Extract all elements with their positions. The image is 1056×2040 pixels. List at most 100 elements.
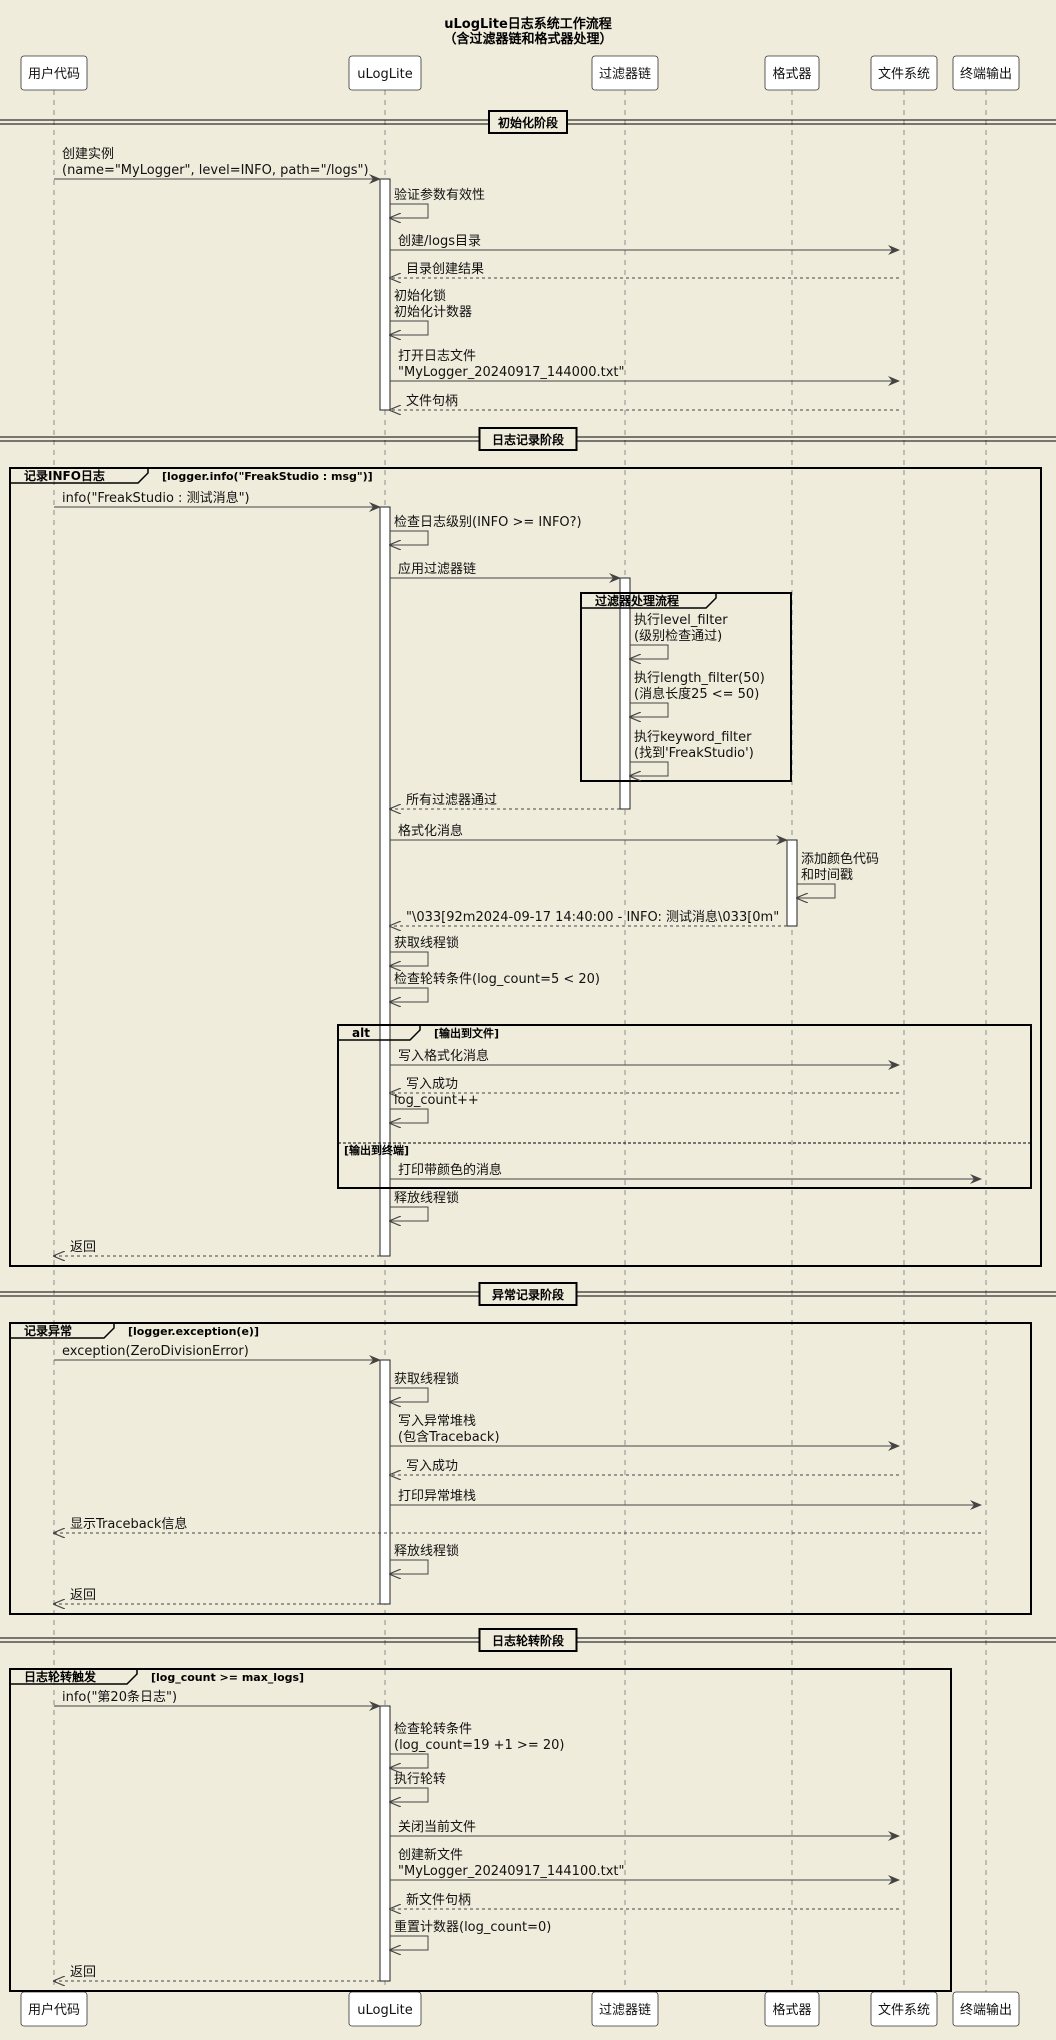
activation-bar xyxy=(379,178,391,411)
message-label: 初始化计数器 xyxy=(394,305,472,320)
participant-user-top: 用户代码 xyxy=(20,55,88,91)
divider-3: 日志轮转阶段 xyxy=(0,1628,1056,1652)
message-19: 写入格式化消息 xyxy=(390,1048,900,1070)
frame-2: alt[输出到文件][输出到终端] xyxy=(337,1024,1032,1189)
participant-fs-bottom: 文件系统 xyxy=(870,1991,938,2027)
message-9: 应用过滤器链 xyxy=(390,561,621,583)
message-label: 添加颜色代码 xyxy=(801,851,879,867)
message-label: 验证参数有效性 xyxy=(394,187,485,203)
participant-label: 用户代码 xyxy=(28,2002,80,2018)
message-label: 应用过滤器链 xyxy=(398,561,476,577)
participant-label: 过滤器链 xyxy=(599,2003,651,2018)
message-21: log_count++ xyxy=(390,1093,479,1123)
message-label: exception(ZeroDivisionError) xyxy=(62,1344,249,1359)
divider-label: 日志轮转阶段 xyxy=(492,1633,565,1648)
message-11: 执行length_filter(50)(消息长度25 <= 50) xyxy=(630,671,765,717)
frame-3: 记录异常[logger.exception(e)] xyxy=(9,1322,1032,1615)
message-label: "\033[92m2024-09-17 14:40:00 - INFO: 测试消… xyxy=(406,909,779,925)
activation-bar xyxy=(379,1359,391,1605)
message-label: (找到'FreakStudio') xyxy=(634,746,754,761)
message-label: 初始化锁 xyxy=(394,288,446,304)
message-label: 写入异常堆栈 xyxy=(398,1414,476,1429)
message-20: 写入成功 xyxy=(390,1077,899,1093)
participant-ulog-bottom: uLogLite xyxy=(348,1991,422,2027)
divider-label: 异常记录阶段 xyxy=(492,1287,565,1302)
message-6: 文件句柄 xyxy=(390,394,899,410)
message-30: 显示Traceback信息 xyxy=(54,1516,981,1533)
participant-term-bottom: 终端输出 xyxy=(952,1991,1020,2027)
frame-label: 记录INFO日志 xyxy=(24,468,105,483)
message-label: 创建/logs目录 xyxy=(398,234,481,249)
message-28: 写入成功 xyxy=(390,1459,899,1475)
diagram-title: uLogLite日志系统工作流程 xyxy=(444,16,612,32)
participant-label: 格式器 xyxy=(772,66,811,82)
message-label: 写入格式化消息 xyxy=(398,1048,489,1064)
message-label: 返回 xyxy=(70,1240,96,1255)
message-7: info("FreakStudio : 测试消息") xyxy=(54,490,381,512)
message-label: 打印带颜色的消息 xyxy=(398,1162,502,1178)
message-label: 目录创建结果 xyxy=(406,262,484,277)
message-label: 释放线程锁 xyxy=(394,1543,459,1559)
message-label: 重置计数器(log_count=0) xyxy=(394,1919,551,1935)
message-label: 新文件句柄 xyxy=(406,1892,471,1908)
message-33: info("第20条日志") xyxy=(54,1689,381,1711)
frame-label: 过滤器处理流程 xyxy=(595,593,679,608)
divider-0: 初始化阶段 xyxy=(0,110,1056,134)
participant-label: 文件系统 xyxy=(878,2003,930,2018)
message-3: 目录创建结果 xyxy=(390,262,899,278)
message-label: 获取线程锁 xyxy=(394,935,459,951)
message-17: 获取线程锁 xyxy=(390,935,459,966)
message-39: 重置计数器(log_count=0) xyxy=(390,1919,551,1950)
message-10: 执行level_filter(级别检查通过) xyxy=(630,613,728,659)
participant-label: 用户代码 xyxy=(28,66,80,82)
message-label: 格式化消息 xyxy=(398,823,463,839)
message-34: 检查轮转条件(log_count=19 +1 >= 20) xyxy=(390,1721,564,1768)
message-label: 释放线程锁 xyxy=(394,1190,459,1206)
message-label: 执行level_filter xyxy=(634,613,728,628)
frame-0: 记录INFO日志[logger.info("FreakStudio : msg"… xyxy=(9,467,1042,1267)
participant-user-bottom: 用户代码 xyxy=(20,1991,88,2027)
message-label: "MyLogger_20240917_144100.txt" xyxy=(398,1864,625,1879)
message-27: 写入异常堆栈(包含Traceback) xyxy=(390,1414,900,1451)
participant-fmt-bottom: 格式器 xyxy=(764,1991,820,2027)
participant-filter-bottom: 过滤器链 xyxy=(591,1991,659,2027)
participant-label: 终端输出 xyxy=(960,2002,1012,2018)
message-label: 写入成功 xyxy=(406,1077,458,1092)
message-label: 写入成功 xyxy=(406,1459,458,1474)
message-label: 关闭当前文件 xyxy=(398,1819,476,1835)
message-22: 打印带颜色的消息 xyxy=(390,1162,982,1184)
message-23: 释放线程锁 xyxy=(390,1190,459,1221)
message-label: info("FreakStudio : 测试消息") xyxy=(62,490,250,506)
message-label: 创建新文件 xyxy=(398,1847,463,1863)
frame-guard: [log_count >= max_logs] xyxy=(151,1671,304,1684)
activation-bar xyxy=(619,577,631,810)
participant-label: uLogLite xyxy=(357,2003,412,2018)
message-2: 创建/logs目录 xyxy=(390,234,900,255)
participant-filter-top: 过滤器链 xyxy=(591,55,659,91)
message-5: 打开日志文件"MyLogger_20240917_144000.txt" xyxy=(390,349,900,386)
message-label: (消息长度25 <= 50) xyxy=(634,686,759,702)
message-8: 检查日志级别(INFO >= INFO?) xyxy=(390,515,582,545)
message-label: "MyLogger_20240917_144000.txt" xyxy=(398,365,625,380)
message-24: 返回 xyxy=(54,1240,380,1256)
message-31: 释放线程锁 xyxy=(390,1543,459,1574)
participant-fs-top: 文件系统 xyxy=(870,55,938,91)
participant-label: 文件系统 xyxy=(878,67,930,82)
message-label: 和时间戳 xyxy=(801,868,853,883)
divider-label: 日志记录阶段 xyxy=(492,432,565,447)
participant-fmt-top: 格式器 xyxy=(764,55,820,91)
message-29: 打印异常堆栈 xyxy=(390,1489,982,1510)
message-26: 获取线程锁 xyxy=(390,1371,459,1402)
message-12: 执行keyword_filter(找到'FreakStudio') xyxy=(630,730,754,776)
participant-label: 格式器 xyxy=(772,2002,811,2018)
participant-label: uLogLite xyxy=(357,67,412,82)
divider-1: 日志记录阶段 xyxy=(0,427,1056,451)
message-label: 执行length_filter(50) xyxy=(634,671,765,686)
frame-else-guard: [输出到终端] xyxy=(344,1143,409,1157)
message-37: 创建新文件"MyLogger_20240917_144100.txt" xyxy=(390,1847,900,1885)
frame-label: 日志轮转触发 xyxy=(24,1669,97,1684)
participant-label: 终端输出 xyxy=(960,66,1012,82)
message-14: 格式化消息 xyxy=(390,823,788,845)
frame-label: alt xyxy=(352,1026,370,1040)
